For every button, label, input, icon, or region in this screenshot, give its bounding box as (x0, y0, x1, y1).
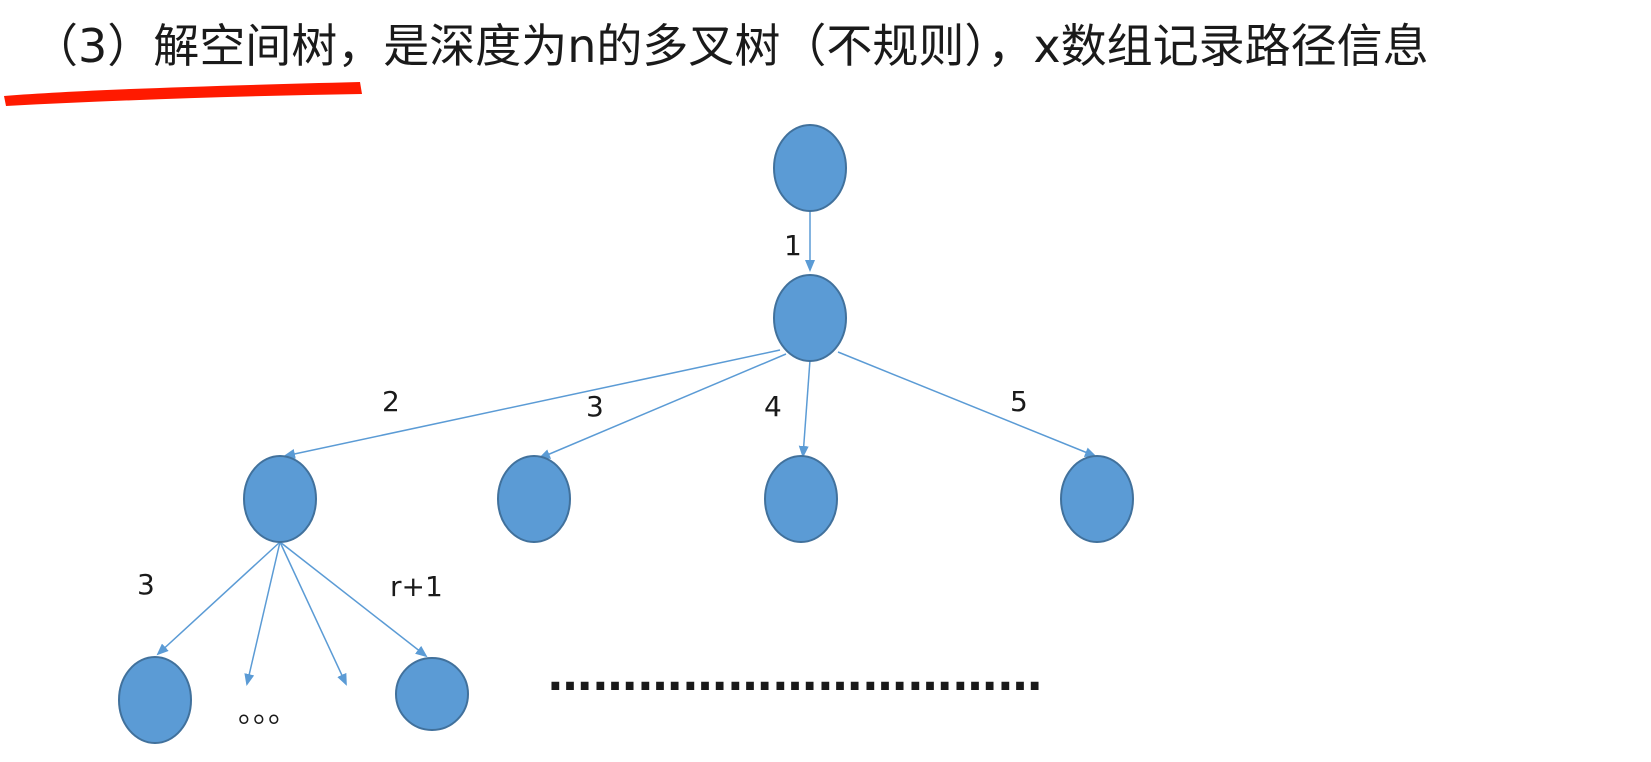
edge-label-level1-child-b: 3 (586, 390, 604, 423)
edge-child-a-leaf-last (279, 541, 428, 658)
edge-child-a-gap-2 (279, 541, 347, 686)
omitted-siblings-marker: 。。。 (238, 695, 298, 730)
tree-node-child-c (764, 455, 838, 543)
edge-level1-child-a (283, 349, 781, 459)
edge-level1-child-b (538, 353, 787, 459)
tree-node-root (773, 124, 847, 212)
tree-node-leaf-first (118, 656, 192, 744)
edge-labels: 1 2 3 4 5 3 r+1 (137, 229, 1028, 603)
tree-edges (156, 210, 1097, 686)
edge-level1-child-d (837, 351, 1097, 457)
edge-label-child-a-leaf-first: 3 (137, 568, 155, 601)
slide-title: （3）解空间树，是深度为n的多叉树（不规则），x数组记录路径信息 (32, 19, 1429, 73)
tree-node-child-d (1060, 455, 1134, 543)
tree-node-child-a (243, 455, 317, 543)
edge-level1-child-c (798, 359, 811, 458)
continuation-dots: …………………………… (548, 650, 1043, 701)
edge-label-root-level1: 1 (784, 229, 802, 262)
tree-node-child-b (497, 455, 571, 543)
highlight-underline (4, 82, 362, 106)
tree-nodes (118, 124, 1134, 744)
edge-child-a-gap-1 (244, 541, 281, 686)
tree-node-level1 (773, 274, 847, 362)
edge-child-a-leaf-first (156, 541, 281, 656)
edge-label-level1-child-d: 5 (1010, 385, 1028, 418)
edge-label-level1-child-c: 4 (764, 390, 782, 423)
edge-label-level1-child-a: 2 (382, 385, 400, 418)
tree-node-leaf-last (395, 657, 469, 731)
edge-label-child-a-leaf-last: r+1 (390, 570, 443, 603)
